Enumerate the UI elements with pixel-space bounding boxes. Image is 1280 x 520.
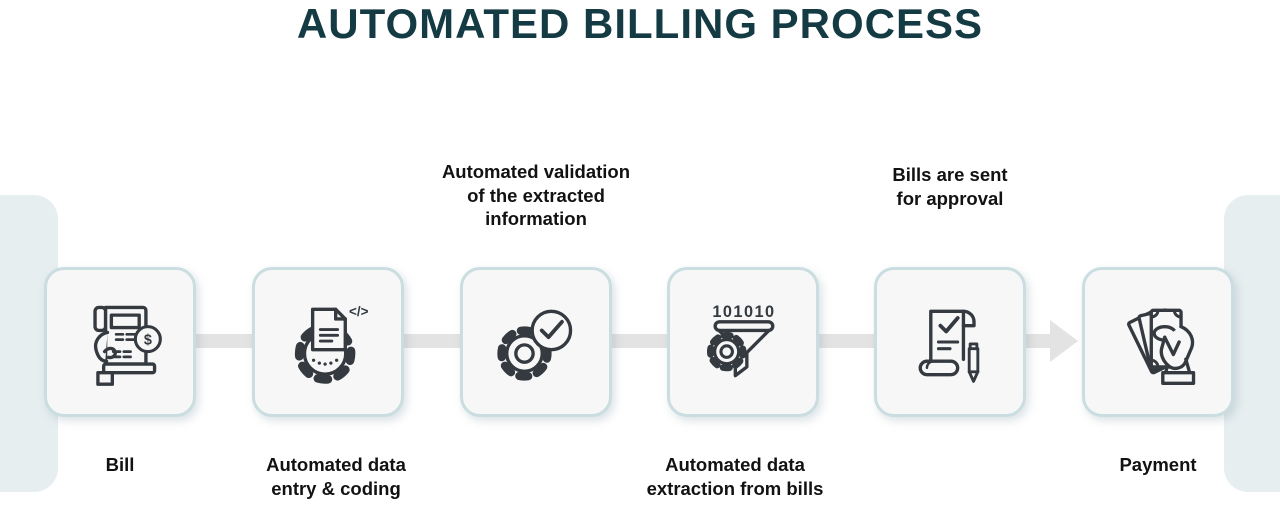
step-label-extraction: Automated data extraction from bills	[646, 454, 824, 499]
dollar-sign-glyph: $	[144, 332, 152, 348]
binary-funnel-gear-icon: 101010	[707, 303, 775, 378]
code-tag-glyph: </>	[349, 304, 369, 319]
page-title: AUTOMATED BILLING PROCESS	[296, 0, 984, 47]
bill-in-hand-icon: $	[93, 305, 162, 386]
document-gear-code-icon: </>	[294, 304, 369, 384]
arrow-right-icon	[1026, 334, 1052, 348]
connector-line	[192, 334, 254, 348]
step-label-validation: Automated validation of the extracted in…	[441, 161, 631, 229]
connector-line	[402, 334, 462, 348]
step-box-validation	[460, 267, 612, 417]
step-box-payment	[1082, 267, 1234, 417]
gear-checkmark-icon	[497, 309, 573, 381]
approved-document-pen-icon	[918, 309, 980, 383]
binary-digits-glyph: 101010	[712, 303, 775, 321]
step-label-approval: Bills are sent for approval	[892, 164, 1008, 209]
step-label-payment: Payment	[1119, 454, 1197, 475]
step-box-approval	[874, 267, 1026, 417]
step-label-data-entry: Automated data entry & coding	[266, 454, 406, 499]
step-box-extraction: 101010	[667, 267, 819, 417]
step-box-data-entry: </>	[252, 267, 404, 417]
arrow-right-icon	[1050, 320, 1078, 362]
connector-line	[817, 334, 876, 348]
connector-line	[609, 334, 669, 348]
cash-in-hand-icon	[1127, 308, 1196, 385]
step-label-bill: Bill	[105, 454, 135, 475]
step-box-bill: $	[44, 267, 196, 417]
